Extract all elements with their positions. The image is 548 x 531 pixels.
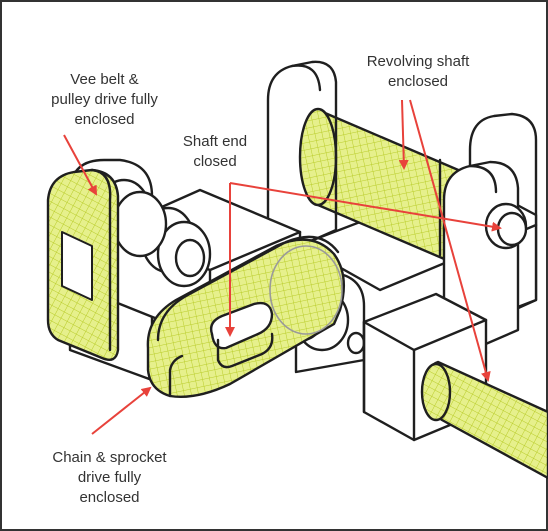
label-shaft-end: Shaft end closed: [160, 132, 270, 172]
label-vee-belt-line1: Vee belt &: [70, 71, 139, 88]
arrow-vee-belt: [63, 134, 97, 196]
label-chain-sprocket-line2: drive fully: [77, 469, 142, 486]
revolving-shaft-guard-lower: [420, 360, 548, 480]
label-vee-belt-line3: enclosed: [74, 111, 135, 128]
label-revolving-shaft-line2: enclosed: [387, 73, 449, 90]
label-chain-sprocket-line1: Chain & sprocket: [52, 449, 167, 466]
shaft-end-cap: [484, 202, 528, 250]
label-vee-belt: Vee belt & pulley drive fully enclosed: [32, 70, 177, 130]
label-revolving-shaft-line1: Revolving shaft: [366, 53, 470, 70]
label-chain-sprocket-line3: enclosed: [79, 489, 140, 506]
arrow-shaft-end-right: [229, 182, 502, 232]
arrow-revolving-upper: [398, 99, 409, 170]
arrow-chain: [91, 386, 152, 435]
label-shaft-end-line2: closed: [193, 153, 237, 170]
arrow-revolving-lower: [409, 99, 491, 382]
chain-guard: [146, 235, 346, 398]
label-revolving-shaft: Revolving shaft enclosed: [338, 52, 498, 92]
pointer-arrows: [63, 99, 502, 435]
vee-belt-guard: [46, 168, 120, 361]
label-chain-sprocket: Chain & sprocket drive fully enclosed: [22, 448, 197, 508]
label-shaft-end-line1: Shaft end: [182, 133, 248, 150]
label-vee-belt-line2: pulley drive fully: [51, 91, 158, 108]
